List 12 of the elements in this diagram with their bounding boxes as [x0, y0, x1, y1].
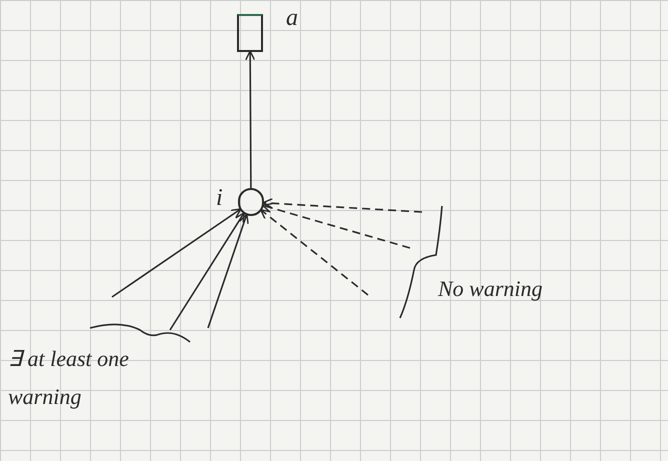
arrow: [262, 202, 410, 249]
arrow: [244, 50, 256, 188]
arrow: [207, 214, 249, 328]
node-label: i: [216, 186, 223, 210]
box-node: [237, 14, 263, 52]
arrow: [262, 198, 422, 213]
arrow: [260, 209, 368, 296]
node-label: a: [286, 6, 298, 30]
arrow: [112, 208, 242, 298]
annotation-text: No warning: [438, 275, 544, 303]
annotation-text: ∃ at least one warning: [8, 345, 130, 411]
arrow: [169, 212, 245, 330]
